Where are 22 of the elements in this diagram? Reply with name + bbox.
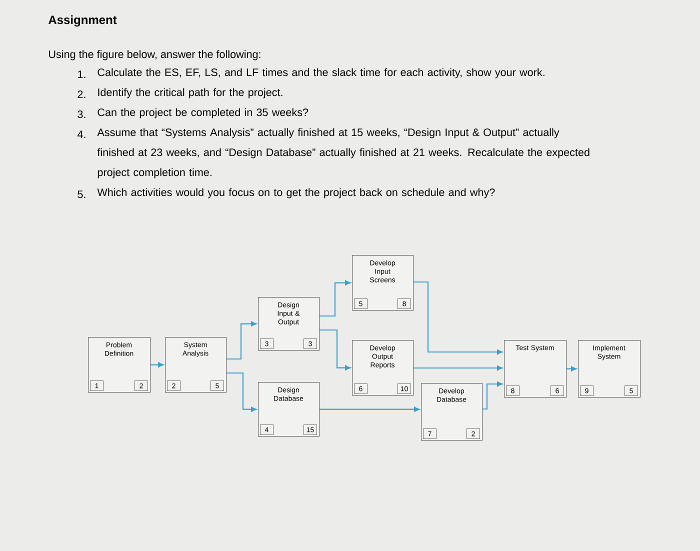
arrow	[150, 362, 164, 368]
question-text: Can the project be completed in 35 weeks?	[98, 108, 308, 118]
arrow	[414, 281, 503, 355]
arrow	[226, 372, 257, 412]
list-number: 5.	[78, 190, 86, 198]
question-text: Identify the critical path for the project.	[98, 88, 282, 98]
question-text: Calculate the ES, EF, LS, and LF times and the slack time for each activity, show your work.	[98, 68, 544, 78]
arrow	[414, 365, 503, 371]
instruction-text: Using the figure below, answer the following:	[49, 50, 260, 60]
arrow	[566, 366, 577, 372]
list-number: 1.	[78, 70, 86, 78]
arrow	[320, 406, 420, 412]
arrow	[482, 381, 503, 410]
arrow	[226, 321, 257, 360]
list-number: 2.	[78, 90, 86, 98]
list-number: 3.	[78, 110, 86, 118]
title: Assignment	[48, 15, 117, 27]
arrow	[320, 329, 351, 370]
list-number: 4.	[77, 130, 86, 138]
arrow	[320, 280, 351, 317]
question-text: Assume that “Systems Analysis” actually finished at 15 weeks, “Design Input & Output” actually finished at 23 weeks, and “Design Database” actually finished at 21 weeks. Recalculate the expected project completion time.	[97, 128, 590, 178]
question-text: Which activities would you focus on to get the project back on schedule and why?	[97, 188, 495, 198]
